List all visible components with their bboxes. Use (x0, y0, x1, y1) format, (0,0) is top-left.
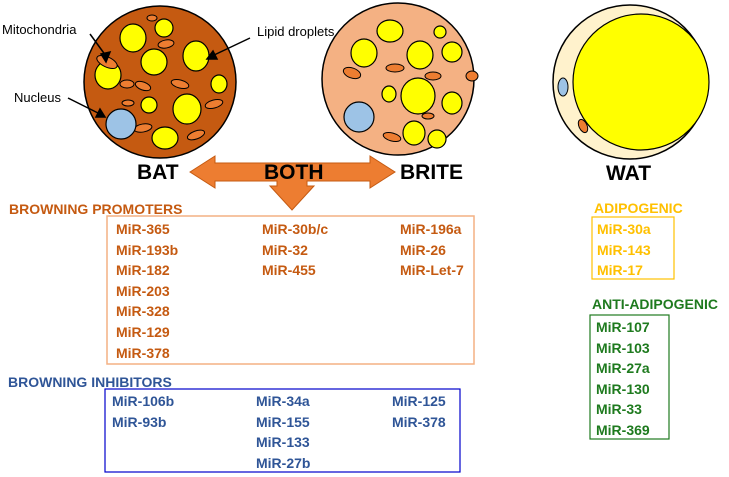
anti-adipogenic-box (589, 314, 670, 440)
bat-mitochondria (96, 14, 224, 141)
mir-item: MiR-155 (256, 413, 310, 430)
mir-item: MiR-30b/c (262, 221, 329, 237)
mir-item: MiR-106b (112, 393, 175, 409)
mir-item: MiR-34a (256, 393, 310, 409)
mir-item: MiR-193b (116, 241, 179, 258)
mir-item: MiR-196a (400, 221, 462, 237)
inhibitors-bat-list: MiR-106b MiR-93b (112, 391, 174, 432)
mir-item: MiR-27b (256, 454, 311, 471)
mir-item: MiR-369 (596, 421, 650, 438)
mir-item: MiR-Let-7 (400, 262, 464, 279)
mir-item: MiR-365 (116, 221, 170, 237)
wat-lipid-droplet (572, 13, 710, 151)
mir-item: MiR-143 (597, 241, 651, 258)
brite-lipid-droplets (350, 19, 463, 149)
mir-item: MiR-32 (262, 241, 308, 258)
mitochondria-label: Mitochondria (2, 22, 77, 37)
browning-promoters-header: BROWNING PROMOTERS (9, 201, 183, 217)
promoters-both-list: MiR-30b/c MiR-32 MiR-455 (262, 219, 328, 281)
inhibitors-brite-list: MiR-125 MiR-378 (392, 391, 446, 432)
mir-item: MiR-455 (262, 262, 316, 279)
mir-item: MiR-130 (596, 380, 650, 397)
adipogenic-list: MiR-30a MiR-143 MiR-17 (597, 219, 651, 281)
promoters-box (106, 215, 475, 365)
wat-label: WAT (606, 162, 652, 185)
both-arrow (189, 155, 396, 211)
mir-item: MiR-328 (116, 303, 170, 320)
brite-mitochondria (342, 63, 479, 143)
mir-item: MiR-17 (597, 262, 643, 279)
mir-item: MiR-27a (596, 360, 650, 377)
wat-cell (552, 4, 710, 160)
anti-adipogenic-header: ANTI-ADIPOGENIC (592, 296, 718, 312)
mir-item: MiR-182 (116, 262, 170, 279)
mir-item: MiR-378 (116, 344, 170, 361)
wat-nucleus (557, 77, 569, 97)
lipid-droplets-label: Lipid droplets (257, 24, 335, 39)
mir-item: MiR-26 (400, 241, 446, 258)
adipogenic-box (591, 216, 675, 280)
mir-item: MiR-203 (116, 282, 170, 299)
nucleus-label: Nucleus (14, 90, 61, 105)
browning-inhibitors-header: BROWNING INHIBITORS (8, 374, 172, 390)
annotation-arrows (67, 33, 251, 118)
inhibitors-box (104, 388, 461, 473)
brite-cell (321, 2, 479, 156)
wat-mitochondrion (577, 118, 589, 134)
mir-item: MiR-125 (392, 393, 446, 409)
bat-cell (83, 5, 237, 159)
adipogenic-header: ADIPOGENIC (594, 200, 683, 216)
inhibitors-both-list: MiR-34a MiR-155 MiR-133 MiR-27b (256, 391, 310, 473)
promoters-brite-list: MiR-196a MiR-26 MiR-Let-7 (400, 219, 464, 281)
bat-label: BAT (137, 161, 179, 184)
mir-item: MiR-33 (596, 401, 642, 418)
mir-item: MiR-378 (392, 413, 446, 430)
both-label: BOTH (264, 161, 324, 184)
bat-nucleus (105, 108, 137, 140)
mir-item: MiR-93b (112, 413, 167, 430)
mir-item: MiR-30a (597, 221, 651, 237)
mir-item: MiR-133 (256, 434, 310, 451)
brite-label: BRITE (400, 161, 463, 184)
mir-item: MiR-107 (596, 319, 650, 335)
anti-adipogenic-list: MiR-107 MiR-103 MiR-27a MiR-130 MiR-33 M… (596, 317, 650, 441)
mir-item: MiR-103 (596, 339, 650, 356)
brite-nucleus (343, 101, 375, 133)
mir-item: MiR-129 (116, 323, 170, 340)
promoters-bat-list: MiR-365 MiR-193b MiR-182 MiR-203 MiR-328… (116, 219, 178, 363)
